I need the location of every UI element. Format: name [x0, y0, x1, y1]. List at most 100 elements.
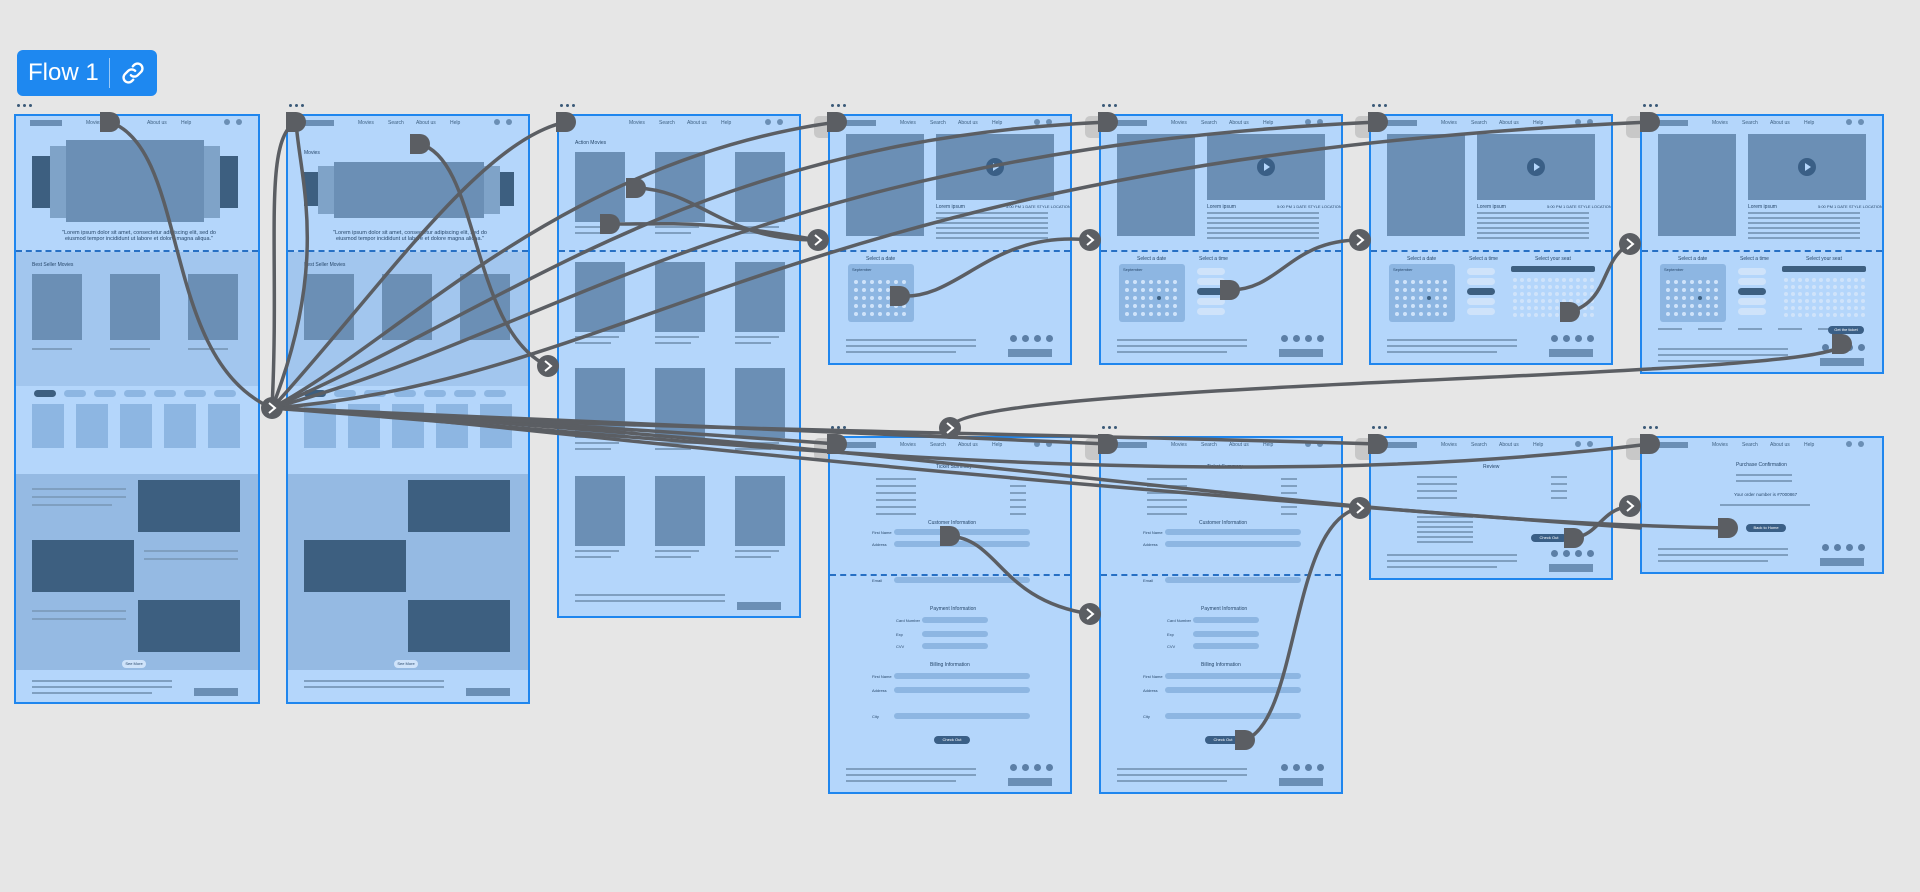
- frame-handle[interactable]: [1102, 104, 1117, 110]
- wf-movie-card: [735, 152, 785, 222]
- wf-footer-text: [1387, 554, 1517, 556]
- wf-calendar-day: [1714, 296, 1718, 300]
- chevron-right-icon: [814, 234, 823, 246]
- frame-handle-home[interactable]: [17, 104, 32, 110]
- wf-footer-text: [1658, 348, 1788, 350]
- wf-footer-bar: [1549, 349, 1593, 357]
- wf-nav-help: Help: [1263, 442, 1274, 448]
- wf-seat: [1541, 278, 1545, 282]
- wf-calendar-day: [878, 304, 882, 308]
- wf-poster: [846, 134, 924, 236]
- wf-seat: [1548, 299, 1552, 303]
- wf-text-line: [1477, 232, 1589, 234]
- wf-seat: [1840, 299, 1844, 303]
- wf-review-line: [1417, 526, 1473, 528]
- wf-movie-thumb: [480, 404, 512, 448]
- wf-review-title: Review: [1483, 464, 1500, 470]
- wf-summary-line: [1281, 492, 1297, 494]
- wf-calendar-day: [1690, 280, 1694, 284]
- wf-carousel-side: [318, 166, 334, 214]
- frame-handle[interactable]: [1643, 426, 1658, 432]
- frame-handle[interactable]: [1372, 104, 1387, 110]
- wf-seat: [1527, 292, 1531, 296]
- wf-logo: [30, 120, 62, 126]
- wf-seat: [1555, 278, 1559, 282]
- connection-arrow-node[interactable]: [1619, 495, 1641, 517]
- wf-nav-movies: Movies: [86, 120, 102, 126]
- frame-handle-menu[interactable]: [289, 104, 304, 110]
- wf-social-icon: [1563, 550, 1570, 557]
- wf-feature-image: [304, 540, 406, 592]
- link-icon[interactable]: [110, 50, 156, 96]
- wf-seat: [1562, 278, 1566, 282]
- connection-arrow-node[interactable]: [1079, 229, 1101, 251]
- frame-handle[interactable]: [831, 426, 846, 432]
- wf-summary-line: [1698, 328, 1722, 330]
- wf-footer-text: [1658, 548, 1788, 550]
- wf-seat: [1548, 313, 1552, 317]
- wf-time-option: [1738, 288, 1766, 295]
- wf-text-line: [655, 226, 699, 228]
- wf-text-line: [936, 217, 1048, 219]
- wf-footer-text: [1117, 780, 1227, 782]
- wf-seat: [1541, 313, 1545, 317]
- connection-arrow-node[interactable]: [1349, 497, 1371, 519]
- wf-footer-bar: [1549, 564, 1593, 572]
- frame-handle[interactable]: [1643, 104, 1658, 110]
- chevron-right-icon: [1626, 238, 1635, 250]
- wf-calendar-day: [1419, 288, 1423, 292]
- frame-home-menu[interactable]: Movies Search About us Help Movies "Lore…: [286, 114, 530, 704]
- wf-text-line: [575, 550, 619, 552]
- frame-handle[interactable]: [831, 104, 846, 110]
- wf-seat: [1861, 313, 1865, 317]
- wf-seat: [1576, 306, 1580, 310]
- wf-seat: [1847, 299, 1851, 303]
- wf-calendar-day: [878, 296, 882, 300]
- wf-seat: [1583, 306, 1587, 310]
- wf-movie-card: [735, 476, 785, 546]
- wf-calendar-day: [1698, 296, 1702, 300]
- connection-arrow-node[interactable]: [807, 229, 829, 251]
- wf-social-icon: [1587, 335, 1594, 342]
- wf-calendar-day: [1125, 288, 1129, 292]
- wf-field: [922, 631, 988, 637]
- wf-fold-line: [830, 250, 1070, 252]
- frame-handle-action[interactable]: [560, 104, 575, 110]
- wf-seat: [1826, 278, 1830, 282]
- wf-nav-icon: [1575, 119, 1581, 125]
- frame-handle[interactable]: [1102, 426, 1117, 432]
- connection-arrow-node[interactable]: [1349, 229, 1371, 251]
- connection-arrow-node[interactable]: [537, 355, 559, 377]
- wf-quote: "Lorem ipsum dolor sit amet, consectetur…: [62, 230, 216, 242]
- wf-summary-line: [1010, 478, 1026, 480]
- wf-logo: [1115, 120, 1147, 126]
- connection-arrow-node[interactable]: [1619, 233, 1641, 255]
- wf-seat: [1555, 285, 1559, 289]
- chevron-right-icon: [1626, 500, 1635, 512]
- wf-text-line: [655, 550, 699, 552]
- frame-action-movies[interactable]: Movies Search About us Help Action Movie…: [557, 114, 801, 618]
- wf-social-icon: [1551, 335, 1558, 342]
- wf-text-line: [735, 556, 771, 558]
- frame-handle[interactable]: [1372, 426, 1387, 432]
- wf-seat: [1583, 299, 1587, 303]
- flow-badge[interactable]: Flow 1: [17, 50, 157, 96]
- wf-nav-about: About us: [1229, 442, 1249, 448]
- connection-arrow-node[interactable]: [261, 397, 283, 419]
- wf-payment-info-title: Payment Information: [930, 606, 977, 612]
- wf-text-line: [575, 342, 611, 344]
- wf-time-option: [1738, 298, 1766, 305]
- wf-calendar-day: [1435, 288, 1439, 292]
- frame-home[interactable]: Movies About us Help "Lorem ipsum dolor …: [14, 114, 260, 704]
- wf-movie-thumb: [304, 404, 336, 448]
- connection-arrow-node[interactable]: [1079, 603, 1101, 625]
- wf-calendar-day: [1411, 296, 1415, 300]
